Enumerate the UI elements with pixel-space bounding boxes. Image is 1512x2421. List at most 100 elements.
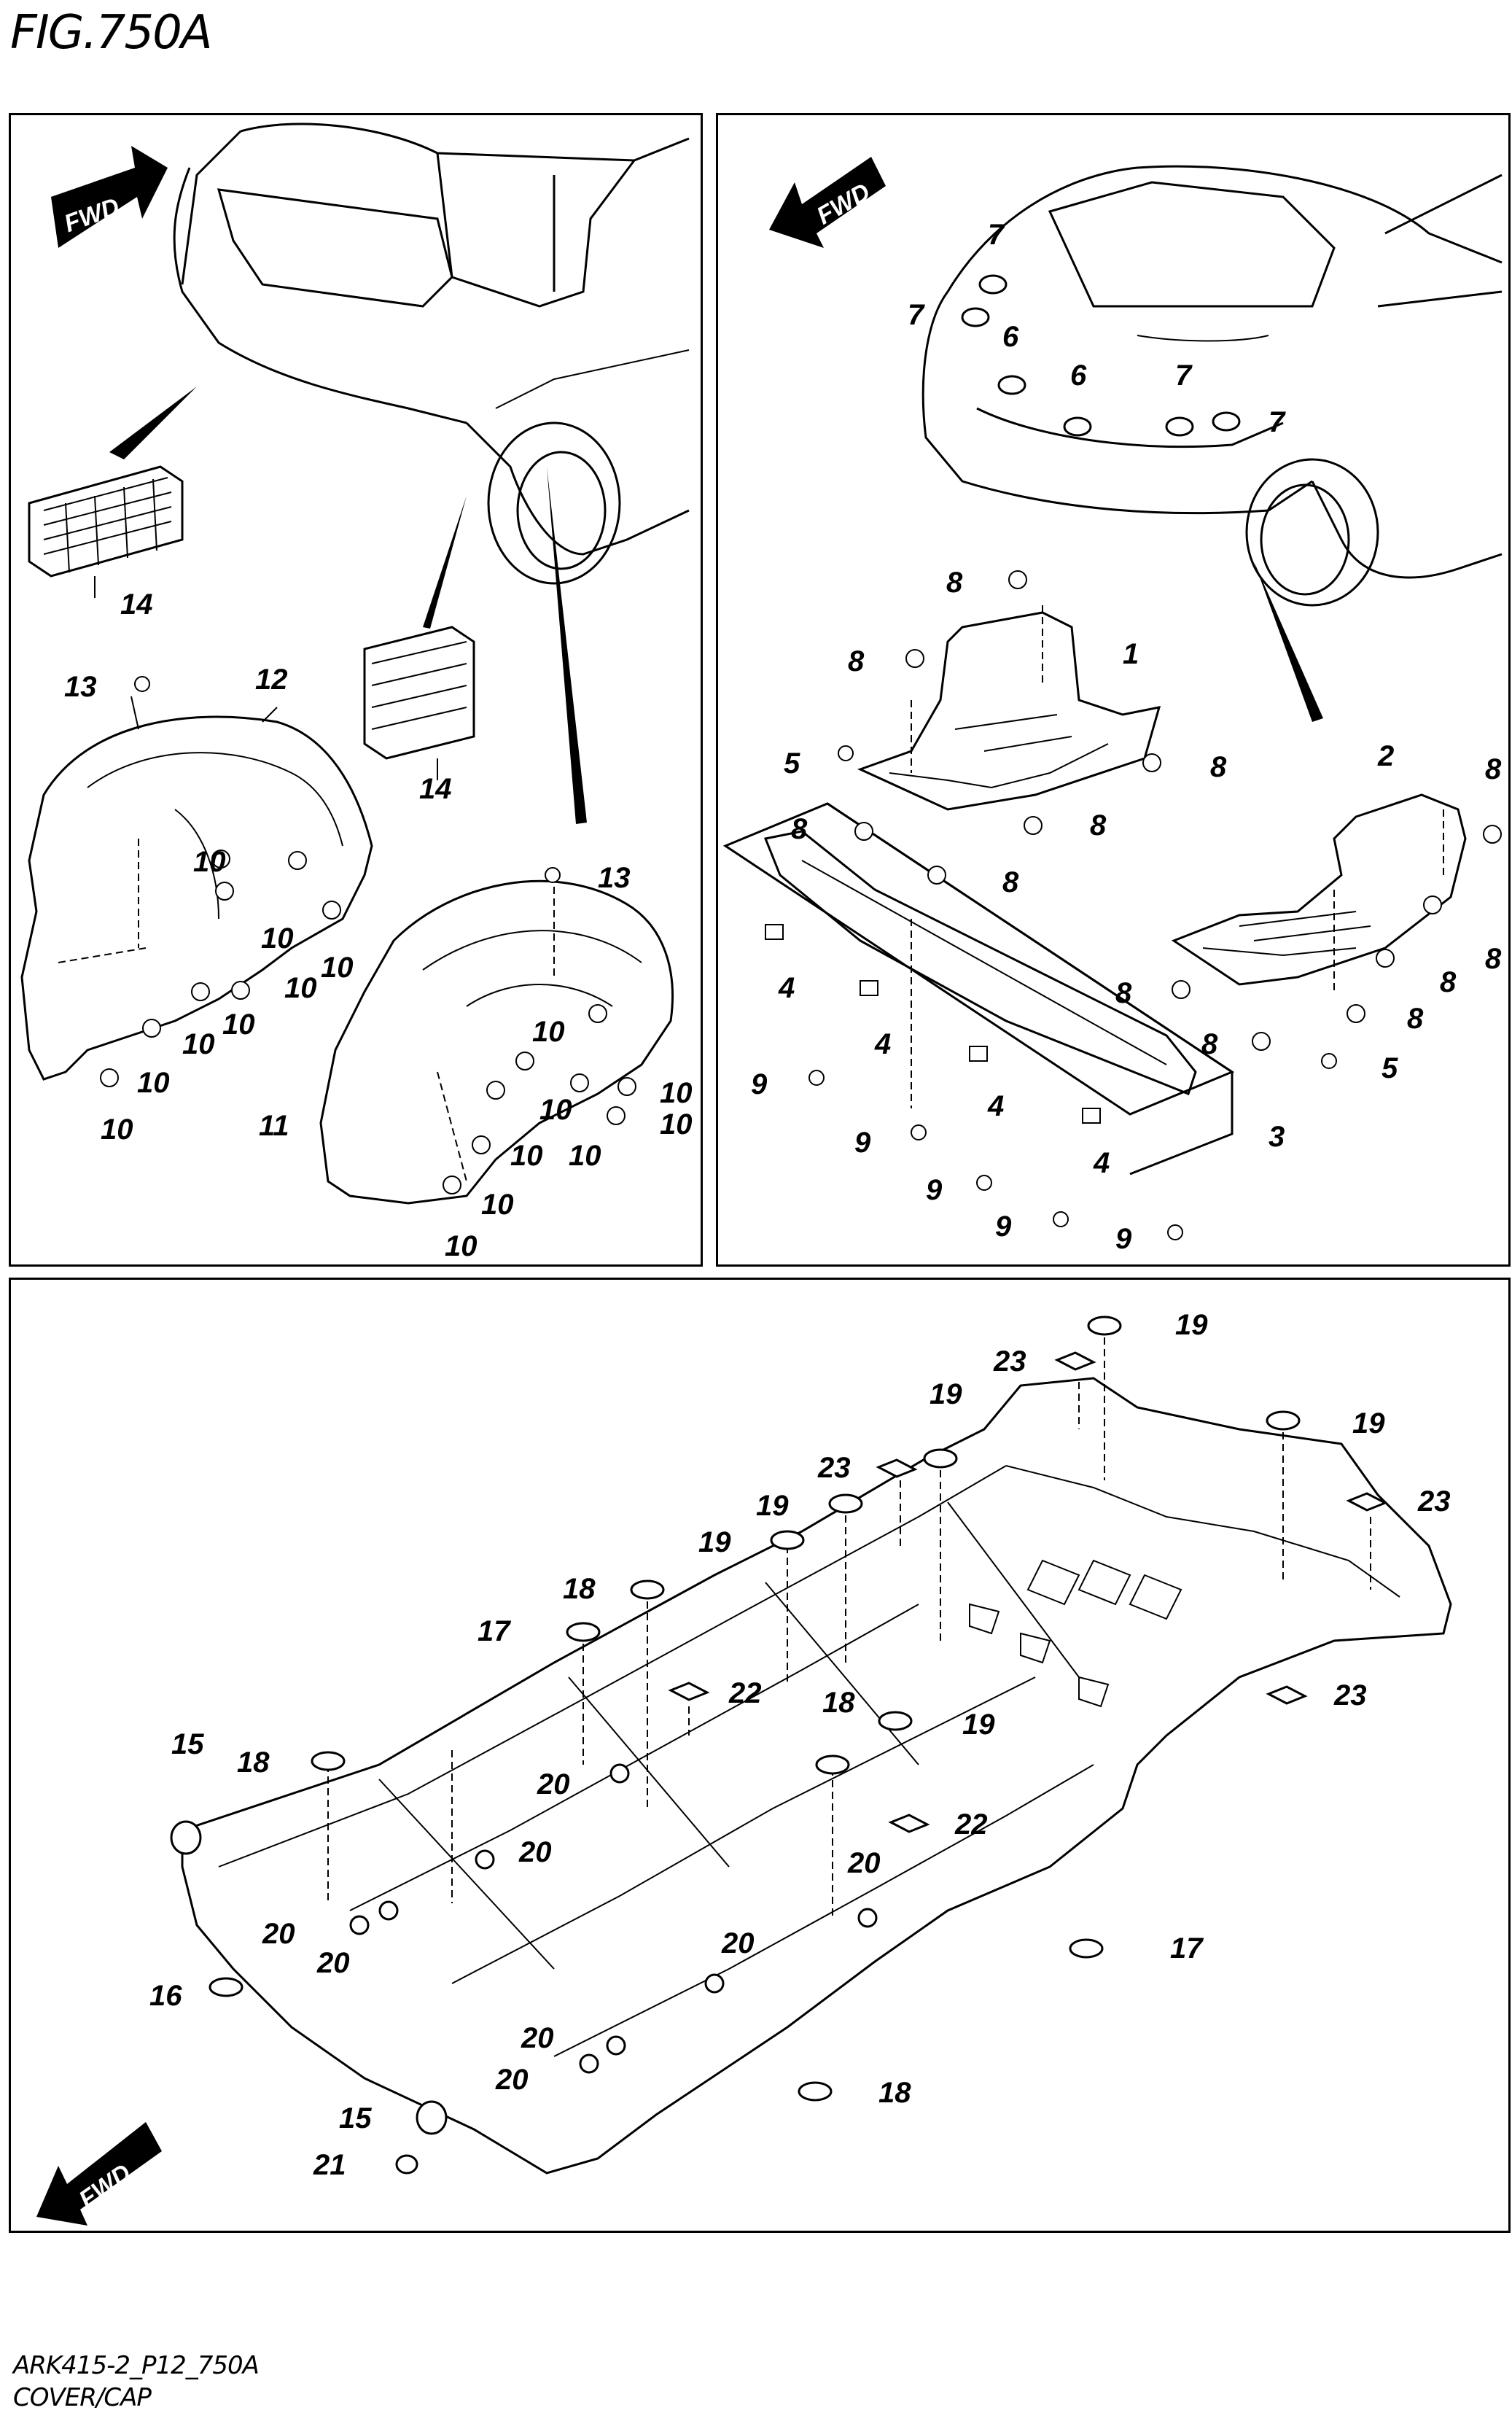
- callout-4: 4: [778, 972, 795, 1004]
- callout-10: 10: [569, 1140, 601, 1172]
- callout-15: 15: [171, 1728, 204, 1760]
- callout-20: 20: [316, 1947, 350, 1979]
- callout-10: 10: [222, 1009, 255, 1041]
- vehicle-rear-outline: [173, 123, 690, 585]
- callout-10: 10: [510, 1140, 543, 1172]
- front-wheel-liner: [319, 875, 674, 1205]
- callout-8: 8: [1485, 753, 1502, 785]
- callout-13-front: 13: [598, 862, 631, 894]
- callout-11: 11: [259, 1110, 289, 1142]
- rear-wheel-liner: [20, 696, 373, 1081]
- clips-panel2: [765, 924, 1101, 1124]
- callout-10: 10: [261, 922, 294, 955]
- callout-10: 10: [532, 1016, 565, 1048]
- callout-10: 10: [481, 1189, 514, 1221]
- callout-8: 8: [791, 813, 808, 845]
- callout-20: 20: [721, 1927, 755, 1959]
- callout-8: 8: [1201, 1028, 1218, 1060]
- callout-14-lower: 14: [419, 773, 452, 805]
- bolts-panel2: [808, 570, 1502, 1240]
- panel-floor-plugs: [9, 1278, 1511, 2233]
- callout-3: 3: [1269, 1121, 1285, 1153]
- callout-17: 17: [478, 1615, 511, 1647]
- callout-2: 2: [1377, 740, 1394, 772]
- callout-20: 20: [537, 1768, 570, 1800]
- floor-panel: [181, 1377, 1452, 2175]
- callout-6: 6: [1002, 321, 1019, 353]
- callout-20: 20: [262, 1918, 295, 1950]
- callout-7: 7: [988, 219, 1005, 251]
- callout-18: 18: [878, 2077, 911, 2109]
- callout-4: 4: [987, 1090, 1004, 1122]
- callout-23: 23: [1417, 1485, 1451, 1518]
- callout-10: 10: [193, 846, 226, 878]
- callout-4: 4: [874, 1028, 891, 1060]
- callout-19: 19: [698, 1526, 731, 1558]
- callout-6: 6: [1070, 360, 1087, 392]
- callout-20: 20: [521, 2022, 554, 2054]
- callout-18: 18: [237, 1746, 270, 1779]
- hood-caps: [961, 274, 1241, 437]
- callout-10: 10: [445, 1230, 478, 1262]
- callout-12: 12: [255, 664, 288, 696]
- callout-10: 10: [101, 1114, 133, 1146]
- fwd-arrow-1: FWD: [51, 146, 168, 248]
- callout-7: 7: [908, 299, 925, 331]
- callout-23: 23: [1333, 1679, 1367, 1711]
- callout-10: 10: [284, 972, 317, 1004]
- callout-7: 7: [1269, 406, 1286, 438]
- callout-5: 5: [1382, 1052, 1398, 1084]
- under-cover-3-box: [722, 802, 1235, 1175]
- under-cover-1: [857, 605, 1161, 811]
- pointer-wheel-well: [547, 467, 587, 824]
- callout-4: 4: [1093, 1147, 1110, 1179]
- callout-10: 10: [137, 1067, 170, 1099]
- callout-5: 5: [784, 747, 800, 780]
- callout-10: 10: [321, 952, 354, 984]
- callout-20: 20: [495, 2064, 529, 2096]
- leader-lines-panel3: [327, 1326, 1371, 1918]
- pointer-engine-area: [1254, 561, 1323, 722]
- callouts-panel2: 7 7 6 6 7 7 8 1 8 5 8 8 8 8 2 8 8 8 8 8 …: [751, 219, 1502, 1255]
- callout-19: 19: [962, 1709, 995, 1741]
- plugs-panel3: [170, 1316, 1301, 2175]
- callout-8: 8: [946, 567, 963, 599]
- callout-8: 8: [1440, 966, 1457, 998]
- pointer-rear-bumper: [109, 386, 197, 459]
- fwd-arrow-3: FWD: [36, 2122, 162, 2226]
- vehicle-front-outline: [921, 165, 1503, 607]
- callouts-panel1: 14 14 13 12 13 10 10 10 10 10 10 10 10 1…: [64, 588, 693, 1262]
- under-cover-2: [1171, 793, 1467, 992]
- footer-figure-name: COVER/CAP: [13, 2383, 152, 2412]
- callout-20: 20: [847, 1847, 881, 1879]
- callout-8: 8: [848, 645, 865, 677]
- vent-grille-upper: [28, 465, 184, 598]
- callout-15: 15: [339, 2102, 372, 2134]
- callout-8: 8: [1485, 943, 1502, 975]
- callout-16: 16: [149, 1980, 182, 2012]
- callout-9: 9: [751, 1068, 768, 1100]
- callout-9: 9: [1115, 1223, 1132, 1255]
- panel-wheel-liners: [9, 113, 703, 1267]
- callout-22: 22: [954, 1808, 988, 1841]
- callout-13-rear: 13: [64, 671, 97, 703]
- callout-18: 18: [563, 1573, 596, 1605]
- callout-9: 9: [854, 1127, 871, 1159]
- callout-22: 22: [728, 1677, 762, 1709]
- callout-19: 19: [756, 1490, 789, 1522]
- callout-19: 19: [1175, 1309, 1208, 1341]
- callout-18: 18: [822, 1687, 855, 1719]
- callout-8: 8: [1210, 751, 1227, 783]
- callout-19: 19: [1352, 1407, 1385, 1439]
- pointer-side-vent: [423, 496, 467, 629]
- panel-engine-undercovers: [716, 113, 1511, 1267]
- callout-1: 1: [1123, 638, 1139, 670]
- footer-figure-code: ARK415-2_P12_750A: [13, 2351, 260, 2380]
- callout-23: 23: [993, 1345, 1026, 1377]
- callout-20: 20: [518, 1836, 552, 1868]
- callout-10: 10: [660, 1108, 693, 1140]
- callout-19: 19: [930, 1378, 962, 1410]
- fwd-arrow-2: FWD: [769, 157, 886, 248]
- callout-7: 7: [1175, 360, 1193, 392]
